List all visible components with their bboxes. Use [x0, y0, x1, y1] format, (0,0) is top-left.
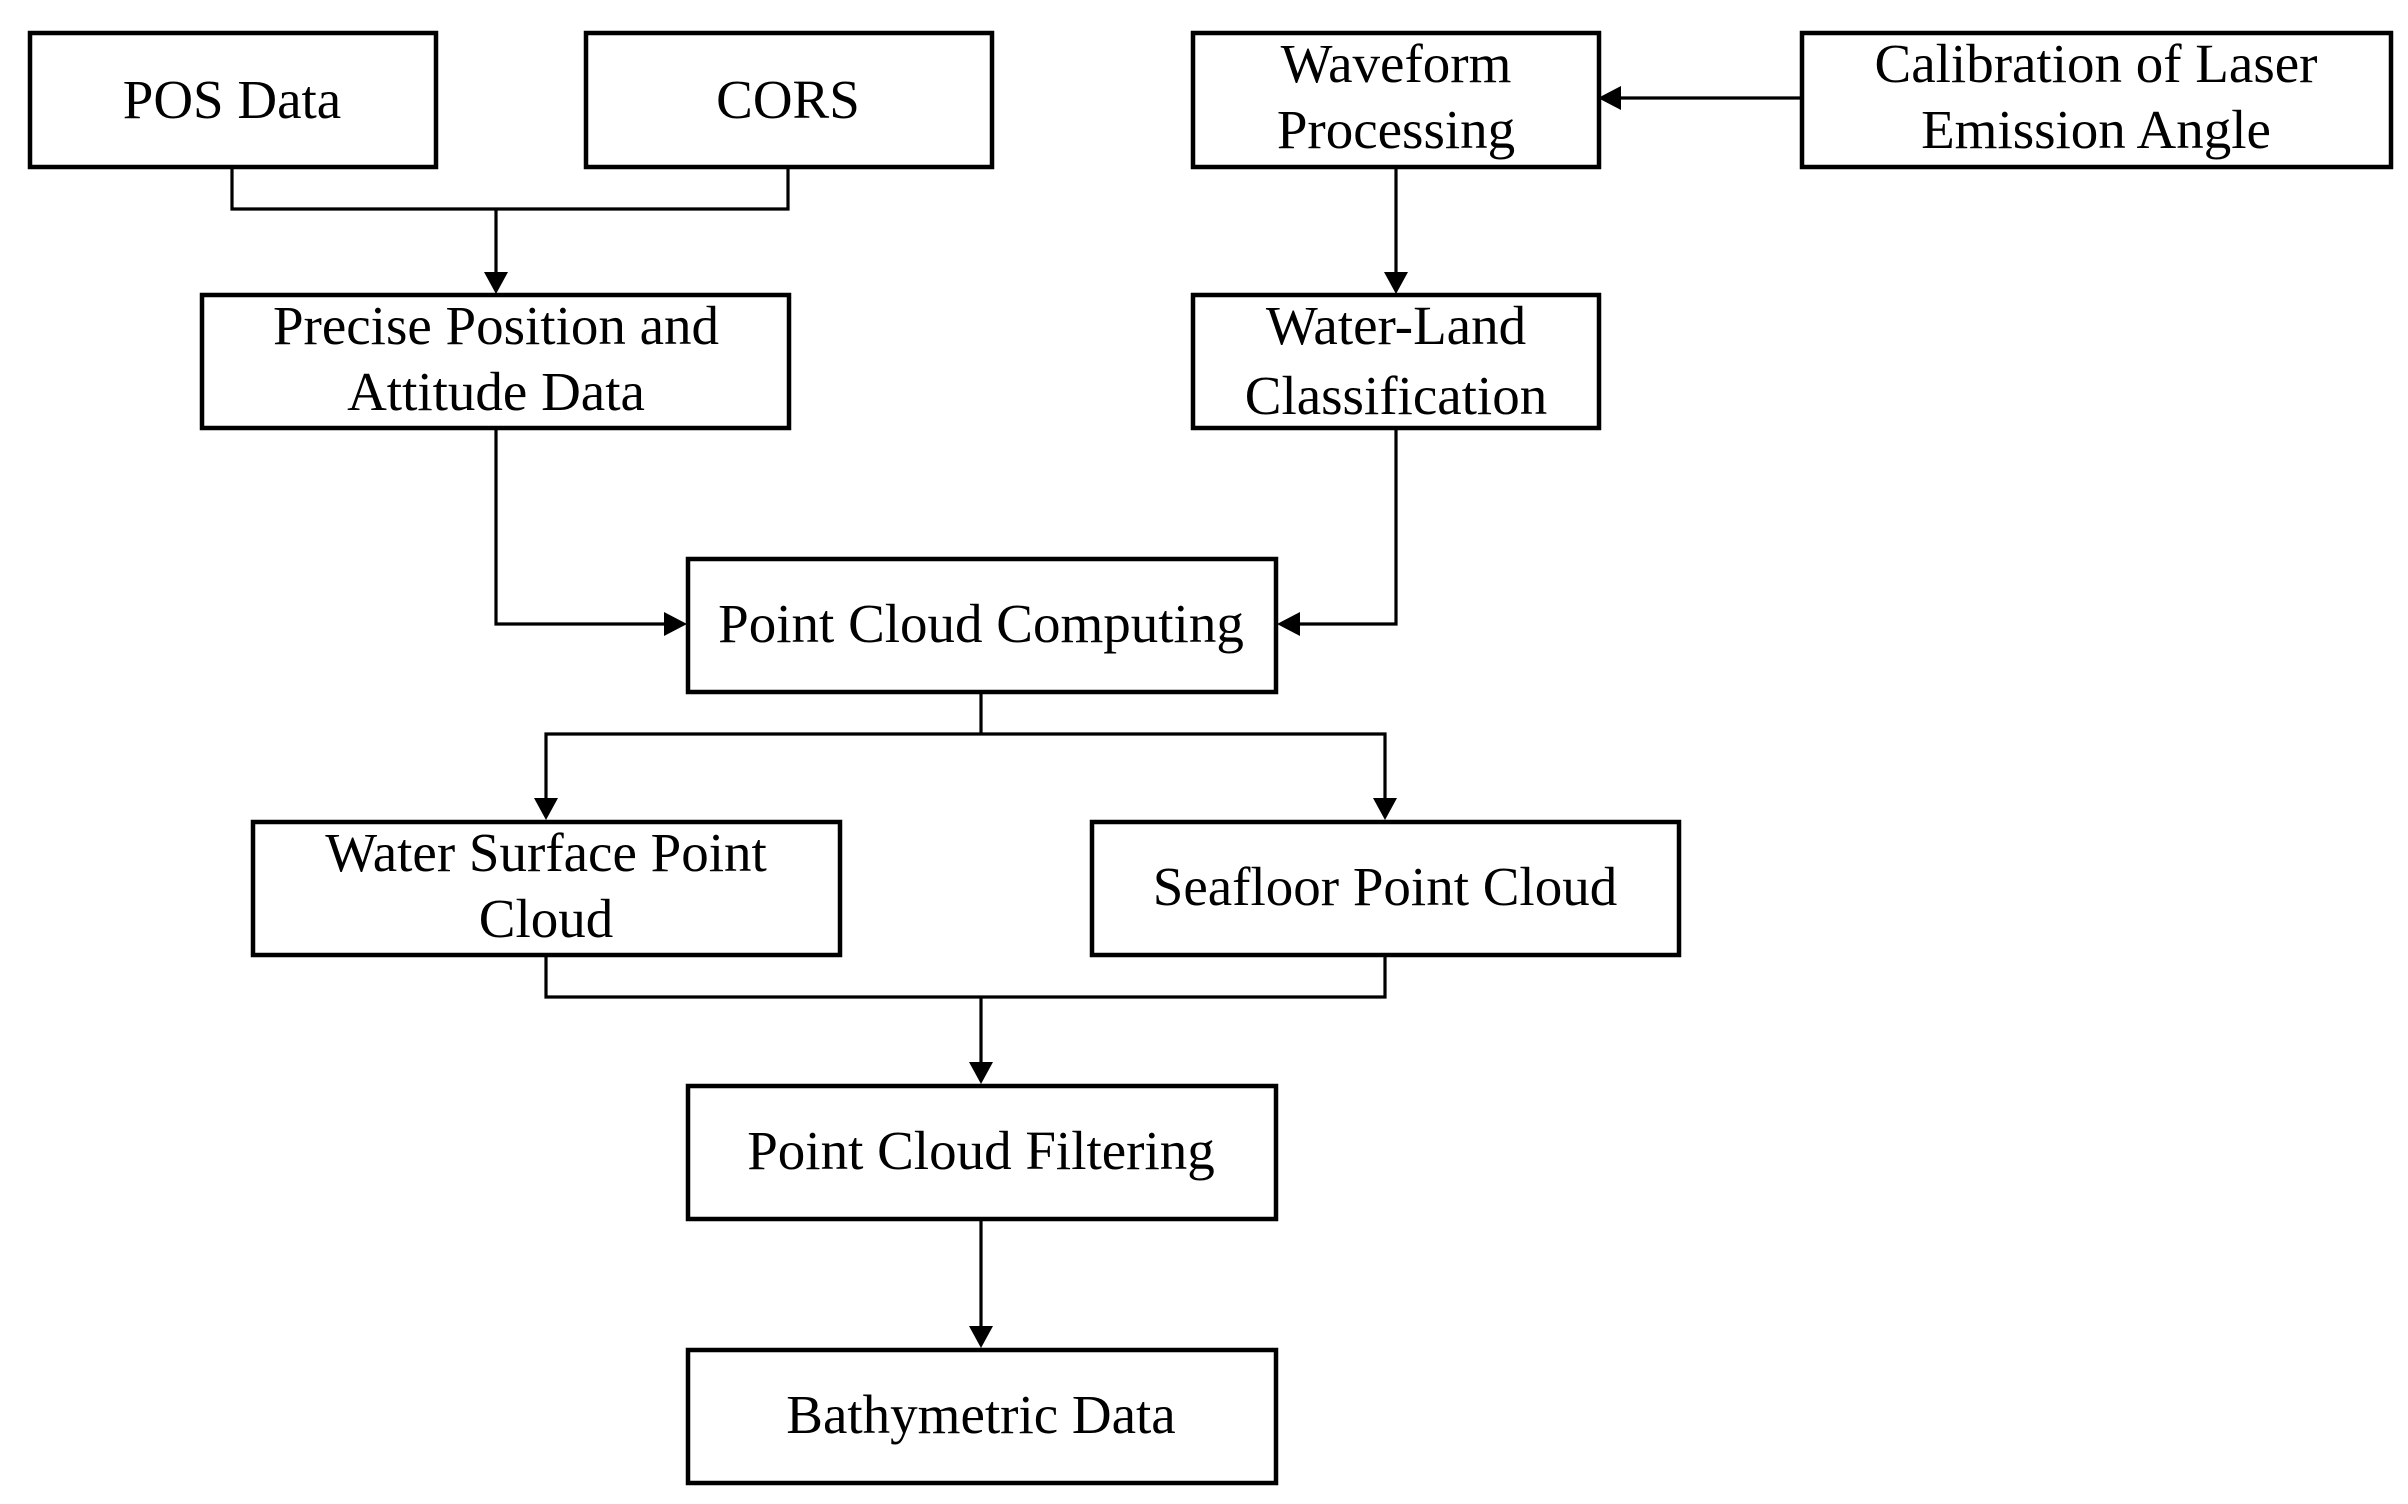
node-calibration-line-1: Calibration of Laser: [1875, 33, 2318, 94]
connectors: [230, 86, 1802, 1348]
node-water-surface-line-1: Water Surface Point: [325, 822, 767, 883]
node-cors-label: CORS: [716, 69, 860, 130]
arrowhead-precise-to-computing: [664, 612, 687, 636]
arrowhead-to-filtering: [969, 1062, 993, 1084]
arrowhead-to-bathymetric: [969, 1326, 993, 1348]
node-water-land: Water-Land Classification: [1190, 292, 1602, 431]
node-precise-position: Precise Position and Attitude Data: [199, 292, 792, 431]
arrowhead-to-water-surface: [534, 798, 558, 820]
arrowhead-to-waveform-processing: [1598, 86, 1621, 110]
arrowhead-to-precise-position: [484, 272, 508, 294]
node-point-cloud-computing-label: Point Cloud Computing: [718, 593, 1244, 654]
node-seafloor-label: Seafloor Point Cloud: [1153, 856, 1617, 917]
node-waveform-processing-line-1: Waveform: [1281, 33, 1512, 94]
arrowhead-to-water-land: [1384, 272, 1408, 294]
node-bathymetric-data-label: Bathymetric Data: [786, 1384, 1175, 1445]
connector-merge-to-filtering: [544, 955, 1387, 1062]
node-pos-data-label: POS Data: [123, 69, 341, 130]
node-precise-position-line-1: Precise Position and: [273, 295, 719, 356]
node-waveform-processing: Waveform Processing: [1190, 30, 1602, 170]
arrowhead-waterland-to-computing: [1277, 612, 1300, 636]
node-point-cloud-filtering: Point Cloud Filtering: [685, 1083, 1279, 1222]
node-pos-data: POS Data: [27, 30, 439, 170]
node-point-cloud-filtering-label: Point Cloud Filtering: [747, 1120, 1215, 1181]
node-water-surface: Water Surface Point Cloud: [250, 819, 843, 958]
node-water-land-line-1: Water-Land: [1266, 295, 1526, 356]
connector-waterland-to-computing: [1300, 428, 1398, 626]
node-waveform-processing-line-2: Processing: [1277, 99, 1515, 160]
node-point-cloud-computing: Point Cloud Computing: [685, 556, 1279, 695]
node-cors: CORS: [583, 30, 995, 170]
node-water-land-line-2: Classification: [1245, 365, 1547, 426]
node-precise-position-line-2: Attitude Data: [347, 361, 645, 422]
connector-precise-to-computing: [494, 428, 664, 626]
arrowhead-to-seafloor: [1373, 798, 1397, 820]
node-bathymetric-data: Bathymetric Data: [685, 1347, 1279, 1486]
connector-computing-split: [544, 692, 1387, 798]
connector-pos-cors-to-precise: [230, 167, 790, 272]
node-calibration-line-2: Emission Angle: [1921, 99, 2271, 160]
node-seafloor: Seafloor Point Cloud: [1089, 819, 1682, 958]
node-calibration: Calibration of Laser Emission Angle: [1799, 30, 2394, 170]
node-water-surface-line-2: Cloud: [479, 888, 613, 949]
